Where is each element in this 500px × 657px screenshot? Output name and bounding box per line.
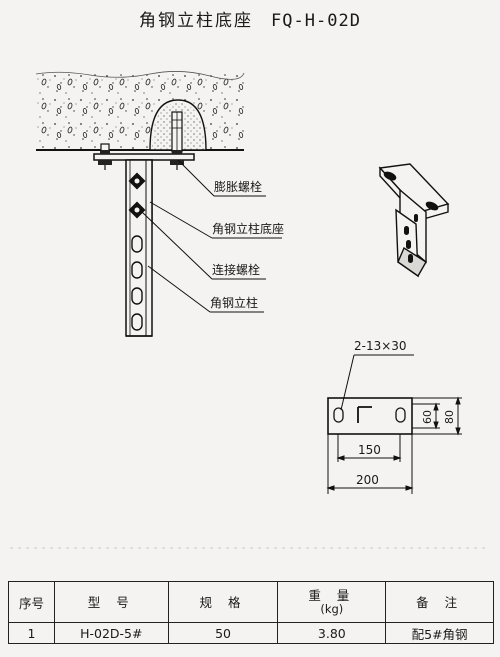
table-header-row: 序号 型 号 规 格 重 量 (kg) 备 注 <box>8 581 494 623</box>
cell-remark: 配5#角钢 <box>385 622 494 644</box>
header-index: 序号 <box>8 581 55 623</box>
spec-table: 序号 型 号 规 格 重 量 (kg) 备 注 1 H-02D-5# 50 3.… <box>8 581 494 644</box>
concrete-slab <box>35 71 245 155</box>
dim-inner-height: 60 <box>421 410 434 424</box>
dim-hole-spacing: 150 <box>358 443 381 457</box>
isometric-bracket <box>378 163 450 278</box>
header-remark: 备 注 <box>385 581 494 623</box>
header-model: 型 号 <box>53 581 169 623</box>
angle-column <box>125 159 153 337</box>
plan-view <box>327 397 413 435</box>
label-angle-column: 角钢立柱 <box>210 295 258 310</box>
technical-drawing: 膨胀螺栓 角钢立柱底座 连接螺栓 角钢立柱 <box>10 71 490 549</box>
dim-overall-height: 80 <box>443 410 456 424</box>
header-spec: 规 格 <box>167 581 279 623</box>
cell-model: H-02D-5# <box>53 622 169 644</box>
cell-spec: 50 <box>167 622 279 644</box>
dim-holes: 2-13×30 <box>354 339 407 353</box>
label-connecting-bolt: 连接螺栓 <box>212 262 260 277</box>
dim-overall-width: 200 <box>356 473 379 487</box>
header-weight: 重 量 (kg) <box>277 581 387 623</box>
table-row: 1 H-02D-5# 50 3.80 配5#角钢 <box>8 622 494 644</box>
dimension-lines <box>326 354 462 494</box>
title-text: 角钢立柱底座 <box>139 11 254 31</box>
label-expansion-bolt: 膨胀螺栓 <box>214 179 262 194</box>
drawing-title: 角钢立柱底座 FQ-H-02D <box>0 6 500 31</box>
cell-index: 1 <box>8 622 55 644</box>
label-base: 角钢立柱底座 <box>212 221 284 236</box>
leader-lines <box>141 159 282 313</box>
drawing-code: FQ-H-02D <box>271 11 361 31</box>
cell-weight: 3.80 <box>277 622 387 644</box>
